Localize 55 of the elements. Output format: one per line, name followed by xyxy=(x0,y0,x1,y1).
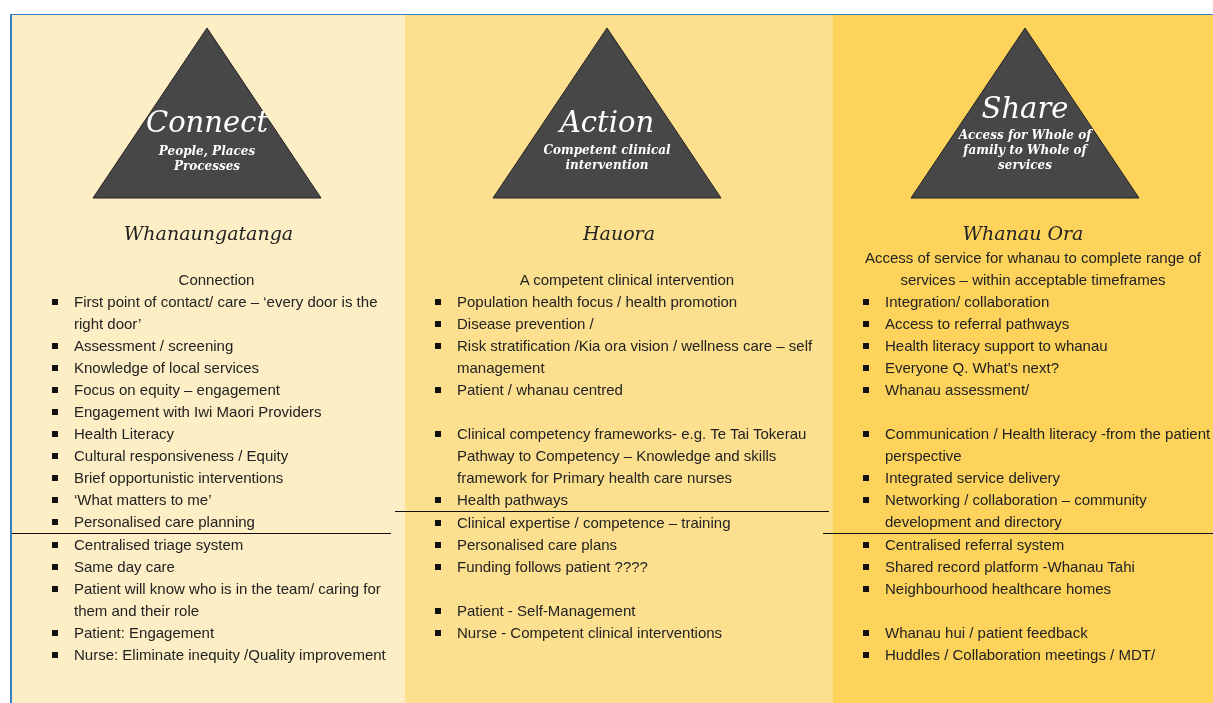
triangle-title: Share xyxy=(980,91,1070,125)
column-heading: Hauora xyxy=(581,222,656,244)
triangle-title: Connect xyxy=(144,105,270,139)
bullet-text: Patient - Self-Management xyxy=(457,602,636,619)
bullet-text: Patient will know who is in the team/ caring for them and their role xyxy=(74,580,381,619)
bullet-text: Personalised care planning xyxy=(74,513,255,530)
triangle-banner xyxy=(92,27,322,199)
triangle-subtitle: Competent clinical intervention xyxy=(542,143,672,173)
bullet-text: Networking / collaboration – community development and directory xyxy=(885,491,1147,530)
bullet-text: Disease prevention / xyxy=(457,315,594,332)
triangle-banner xyxy=(910,27,1140,199)
column-heading: Whanau Ora xyxy=(961,222,1085,244)
bullet-text: Centralised triage system xyxy=(74,536,244,553)
triangle-subtitle: People, Places Processes xyxy=(157,144,257,174)
column-panel xyxy=(12,15,405,703)
triangle-subtitle: Access for Whole of family to Whole of services xyxy=(957,128,1094,173)
column-intro: Access of service for whanau to complete range of services – within acceptable timeframes xyxy=(864,248,1202,290)
bullet-text: ‘What matters to me’ xyxy=(74,491,212,508)
bullet-text: Everyone Q. What’s next? xyxy=(885,359,1059,376)
bullet-text: Whanau hui / patient feedback xyxy=(885,624,1088,641)
bullet-text: Nurse - Competent clinical interventions xyxy=(457,624,723,641)
bullet-text: Nurse: Eliminate inequity /Quality improvement xyxy=(74,646,386,663)
bullet-text: Population health focus / health promotion xyxy=(457,293,738,310)
column-intro: Connection xyxy=(177,270,256,290)
column-intro: A competent clinical intervention xyxy=(518,270,736,290)
bullet-text: Assessment / screening xyxy=(74,337,234,354)
column-heading: Whanaungatanga xyxy=(122,222,295,244)
bullet-text: Cultural responsiveness / Equity xyxy=(74,447,289,464)
bullet-text: Health Literacy xyxy=(74,425,175,442)
bullet-text: Integrated service delivery xyxy=(885,469,1061,486)
bullet-text: Health pathways xyxy=(457,491,568,508)
bullet-text: Patient: Engagement xyxy=(74,624,215,641)
bullet-text: Same day care xyxy=(74,558,175,575)
bullet-text: Funding follows patient ???? xyxy=(457,558,648,575)
triangle-banner xyxy=(492,27,722,199)
bullet-text: Communication / Health literacy -from the patient perspective xyxy=(885,425,1211,464)
bullet-text: First point of contact/ care – ‘every door is the right door’ xyxy=(74,293,378,332)
bullet-text: Clinical expertise / competence – training xyxy=(457,514,731,531)
bullet-text: Brief opportunistic interventions xyxy=(74,469,284,486)
bullet-text: Engagement with Iwi Maori Providers xyxy=(74,403,322,420)
bullet-text: Integration/ collaboration xyxy=(885,293,1050,310)
bullet-text: Clinical competency frameworks- e.g. Te Tai Tokerau Pathway to Competency – Knowledge and skills framework for Primary health care nurses xyxy=(457,425,807,486)
bullet-text: Health literacy support to whanau xyxy=(885,337,1108,354)
bullet-text: Knowledge of local services xyxy=(74,359,260,376)
bullet-text: Personalised care plans xyxy=(457,536,618,553)
bullet-text: Patient / whanau centred xyxy=(457,381,623,398)
bullet-text: Access to referral pathways xyxy=(885,315,1070,332)
bullet-text: Neighbourhood healthcare homes xyxy=(885,580,1111,597)
bullet-text: Huddles / Collaboration meetings / MDT/ xyxy=(885,646,1156,663)
bullet-text: Focus on equity – engagement xyxy=(74,381,280,398)
bullet-text: Shared record platform -Whanau Tahi xyxy=(885,558,1135,575)
triangle-title: Action xyxy=(557,105,656,139)
bullet-text: Centralised referral system xyxy=(885,536,1065,553)
bullet-text: Risk stratification /Kia ora vision / wellness care – self management xyxy=(457,337,813,376)
bullet-text: Whanau assessment/ xyxy=(885,381,1030,398)
